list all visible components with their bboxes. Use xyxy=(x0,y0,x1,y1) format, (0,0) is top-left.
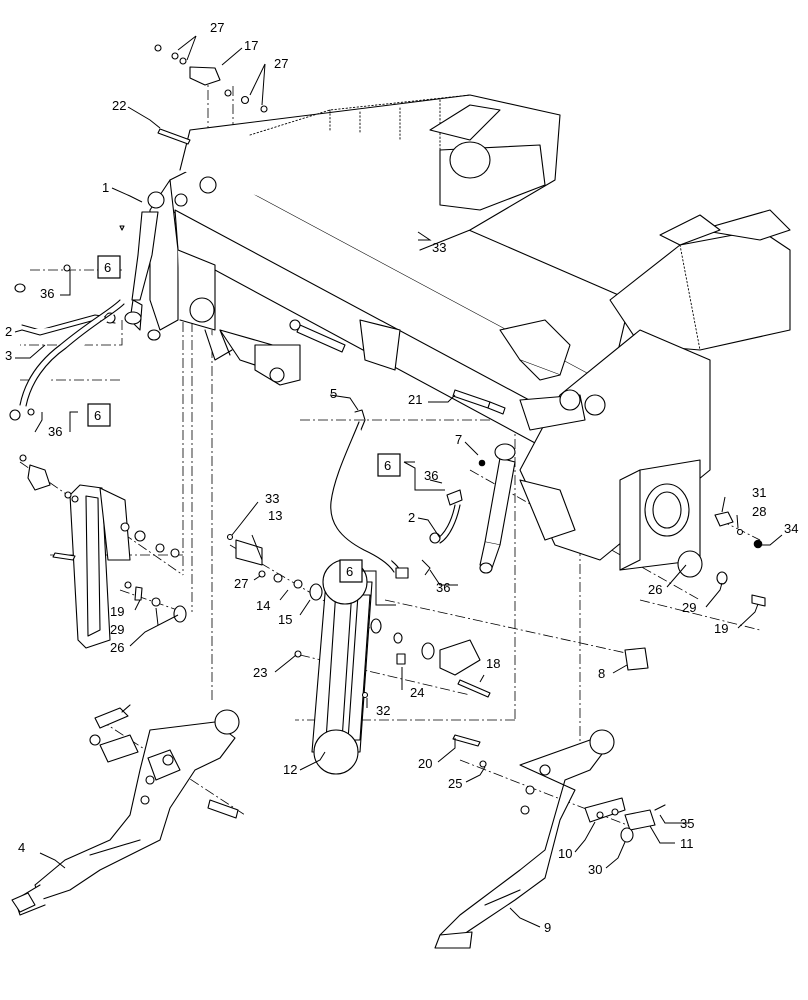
callout-36-b: 36 xyxy=(48,424,62,439)
part-4-arm xyxy=(11,704,240,916)
callout-6-b: 6 xyxy=(94,408,101,423)
callout-32: 32 xyxy=(376,703,390,718)
callout-box-6-d xyxy=(339,559,363,583)
right-cylinder xyxy=(479,443,516,574)
hoses-center xyxy=(330,409,486,579)
part-22-bolt xyxy=(157,128,191,145)
callout-26-right: 26 xyxy=(648,582,662,597)
callout-5: 5 xyxy=(330,386,337,401)
callout-labels: 27 17 27 22 1 33 6 36 2 3 6 36 5 21 7 6 … xyxy=(5,20,798,935)
part-9-arm xyxy=(434,729,666,949)
callout-30: 30 xyxy=(588,862,602,877)
hoses-left xyxy=(9,264,125,421)
callout-29-right: 29 xyxy=(682,600,696,615)
callout-box-6-b xyxy=(87,403,111,427)
leader-lines xyxy=(14,35,783,928)
part-17-bracket xyxy=(154,44,268,113)
callout-36-d: 36 xyxy=(436,580,450,595)
callout-25: 25 xyxy=(448,776,462,791)
callout-3: 3 xyxy=(5,348,12,363)
callout-6-d: 6 xyxy=(346,564,353,579)
callout-boxes xyxy=(87,255,401,583)
callout-10: 10 xyxy=(558,846,572,861)
callout-33-frame: 33 xyxy=(432,240,446,255)
right-hardware xyxy=(452,389,766,671)
callout-7: 7 xyxy=(455,432,462,447)
callout-36-c: 36 xyxy=(424,468,438,483)
callout-1: 1 xyxy=(102,180,109,195)
callout-14: 14 xyxy=(256,598,270,613)
part-1-cylinder xyxy=(119,191,165,341)
callout-box-6-a xyxy=(97,255,121,279)
callout-box-6-c xyxy=(377,453,401,477)
callout-21: 21 xyxy=(408,392,422,407)
callout-24: 24 xyxy=(410,685,424,700)
callout-4: 4 xyxy=(18,840,25,855)
callout-9: 9 xyxy=(544,920,551,935)
callout-22: 22 xyxy=(112,98,126,113)
callout-6-c: 6 xyxy=(384,458,391,473)
callout-29-left: 29 xyxy=(110,622,124,637)
main-frame xyxy=(149,94,791,571)
center-hardware xyxy=(226,533,491,699)
callout-15: 15 xyxy=(278,612,292,627)
callout-36-a: 36 xyxy=(40,286,54,301)
callout-35: 35 xyxy=(680,816,694,831)
callout-33-center: 33 xyxy=(265,491,279,506)
callout-2-right: 2 xyxy=(408,510,415,525)
callout-2-left: 2 xyxy=(5,324,12,339)
callout-6-a: 6 xyxy=(104,260,111,275)
callout-19-left: 19 xyxy=(110,604,124,619)
callout-23: 23 xyxy=(253,665,267,680)
callout-34: 34 xyxy=(784,521,798,536)
callout-27-center: 27 xyxy=(234,576,248,591)
callout-17: 17 xyxy=(244,38,258,53)
callout-13: 13 xyxy=(268,508,282,523)
callout-26-left: 26 xyxy=(110,640,124,655)
callout-11: 11 xyxy=(680,836,694,851)
callout-27-top: 27 xyxy=(210,20,224,35)
callout-18: 18 xyxy=(486,656,500,671)
callout-12: 12 xyxy=(283,762,297,777)
callout-27-right: 27 xyxy=(274,56,288,71)
callout-20: 20 xyxy=(418,756,432,771)
callout-28: 28 xyxy=(752,504,766,519)
part-12-link xyxy=(311,559,373,775)
callout-31: 31 xyxy=(752,485,766,500)
left-link-assembly xyxy=(19,454,187,649)
callout-19-right: 19 xyxy=(714,621,728,636)
callout-8: 8 xyxy=(598,666,605,681)
